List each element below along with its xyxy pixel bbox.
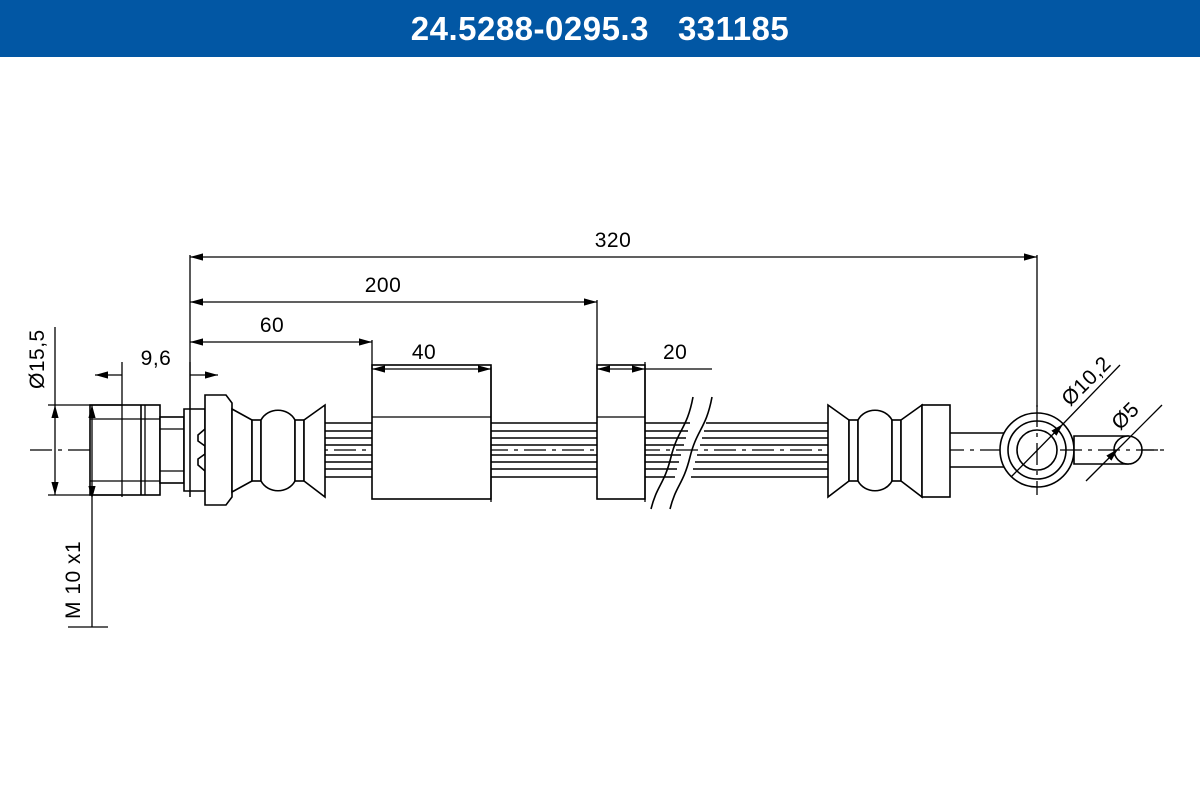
left-threaded-fitting xyxy=(89,404,206,496)
dim-label-40: 40 xyxy=(412,341,436,364)
dimension-diameter-15-5: Ø15,5 xyxy=(26,327,122,496)
technical-drawing: 320 200 60 40 xyxy=(0,57,1200,800)
dim-label-9-6: 9,6 xyxy=(141,347,172,370)
dimension-60: 60 xyxy=(190,314,373,369)
pin-stub xyxy=(1060,435,1160,465)
hose-segment-1 xyxy=(325,422,372,478)
title-bar: 24.5288-0295.3 331185 xyxy=(0,0,1200,57)
drawing-canvas: 320 200 60 40 xyxy=(26,229,1170,628)
dim-label-60: 60 xyxy=(260,314,284,337)
hose-segment-2 xyxy=(491,422,597,478)
dim-label-20: 20 xyxy=(663,341,687,364)
hose-break-line xyxy=(650,396,713,510)
dim-label-m10x1: M 10 x1 xyxy=(62,541,85,619)
clamp-block-2 xyxy=(596,364,646,500)
dimension-200: 200 xyxy=(190,274,598,369)
dim-label-200: 200 xyxy=(365,274,402,297)
dimension-20: 20 xyxy=(597,341,712,502)
dim-label-320: 320 xyxy=(595,229,632,252)
dimension-thread-m10x1: M 10 x1 xyxy=(62,405,108,628)
dim-label-diameter-15-5: Ø15,5 xyxy=(26,329,49,389)
left-crimp-ferrule xyxy=(231,403,326,499)
dim-label-diameter-10-2: Ø10,2 xyxy=(1057,352,1115,410)
dimension-40: 40 xyxy=(372,341,492,502)
clamp-block-1 xyxy=(371,364,492,500)
left-flange xyxy=(204,394,233,506)
part-number-title: 24.5288-0295.3 331185 xyxy=(410,10,790,47)
dimension-9-6: 9,6 xyxy=(95,347,218,497)
hose-segment-4 xyxy=(691,422,828,478)
right-crimp-ferrule xyxy=(827,403,1005,499)
